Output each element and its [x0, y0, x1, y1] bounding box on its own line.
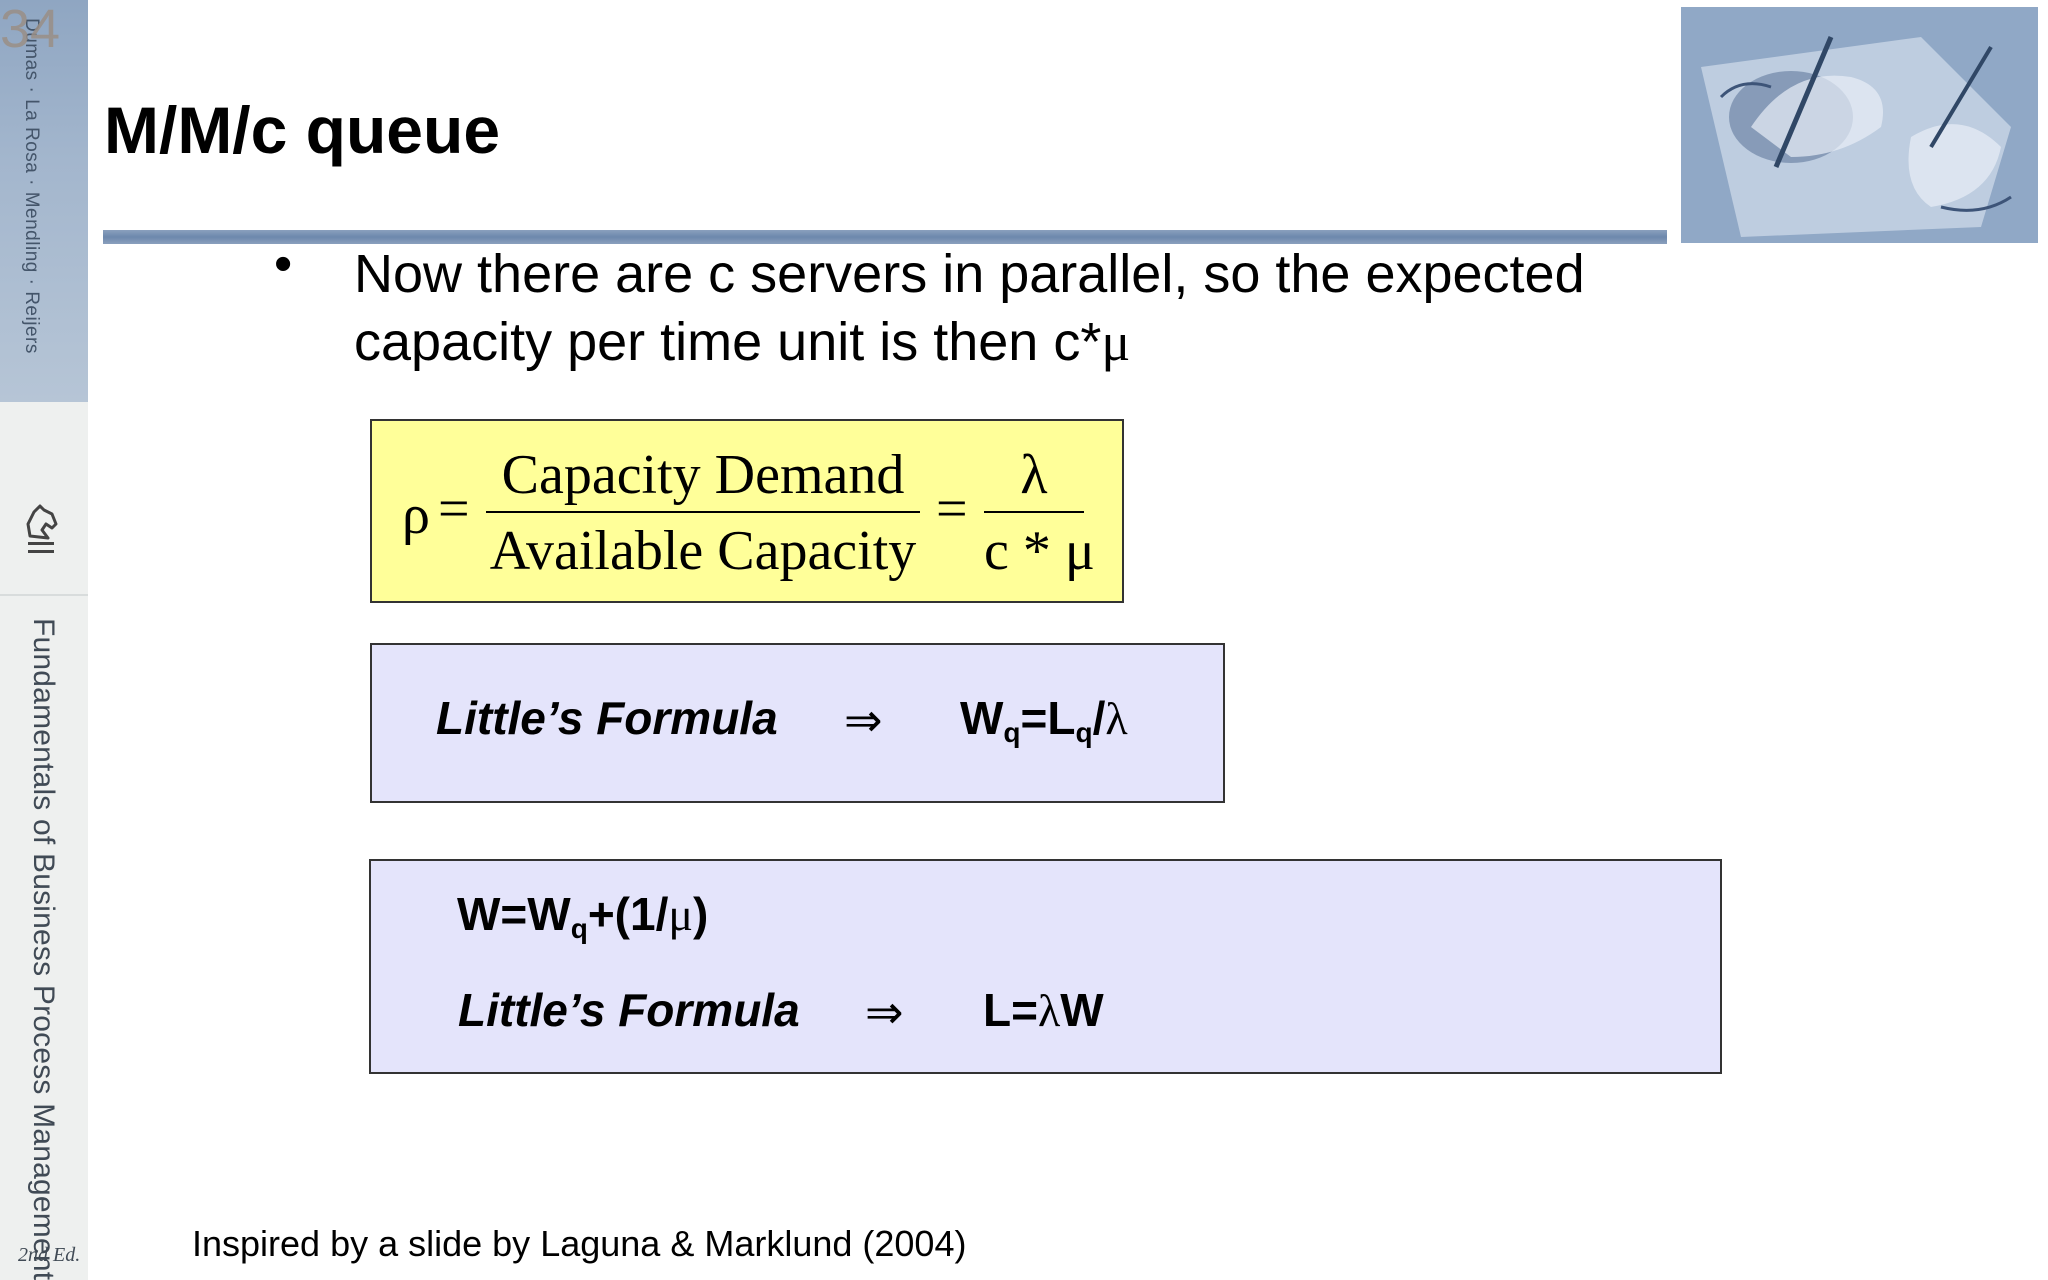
utilization-formula-box: ρ = Capacity Demand Available Capacity =…: [370, 419, 1124, 603]
spine-book-title: Fundamentals of Business Process Managem…: [27, 618, 60, 1280]
drawing-hands-image: [1681, 7, 2038, 243]
demand-capacity-fraction: Capacity Demand Available Capacity: [486, 443, 920, 583]
fraction-denominator: c * μ: [984, 520, 1095, 582]
spine-edition: 2nd Ed.: [18, 1244, 81, 1266]
l-formula: L=λW: [983, 984, 1104, 1036]
drawing-hands-illustration: [1681, 7, 2038, 243]
equals-sign: =: [936, 478, 968, 540]
implies-arrow-icon: ⇒: [844, 693, 883, 747]
knight-logo-icon: [26, 504, 58, 553]
fraction-denominator: Available Capacity: [489, 520, 917, 582]
spine-cover-art: [0, 0, 88, 402]
w-formula: W=Wq+(1/μ): [457, 888, 709, 944]
fraction-numerator: Capacity Demand: [501, 444, 905, 506]
spine-authors: Dumas · La Rosa · Mendling · Reijers: [21, 18, 42, 354]
spine-divider: [0, 594, 88, 596]
wq-formula: Wq=Lq/λ: [960, 692, 1128, 748]
littles-formula-label: Little’s Formula: [436, 692, 778, 744]
fraction-bar: [486, 511, 920, 513]
lambda-fraction: λ c * μ: [984, 443, 1095, 583]
fraction-bar: [984, 511, 1084, 513]
fraction-numerator: λ: [1020, 444, 1048, 506]
littles-formula-box-l: W=Wq+(1/μ) Little’s Formula ⇒ L=λW: [369, 859, 1722, 1074]
littles-formula-box-wq: Little’s Formula ⇒ Wq=Lq/λ: [370, 643, 1225, 803]
littles-formula-label: Little’s Formula: [458, 984, 800, 1036]
bullet-line2: capacity per time unit is then c*: [354, 312, 1102, 372]
bullet-text: Now there are c servers in parallel, so …: [354, 240, 1684, 376]
slide-number: 34: [0, 0, 61, 59]
implies-arrow-icon: ⇒: [865, 985, 904, 1039]
footer-credit: Inspired by a slide by Laguna & Marklund…: [192, 1223, 967, 1264]
bullet-marker: •: [274, 235, 293, 293]
bullet-line1: Now there are c servers in parallel, so …: [354, 244, 1585, 304]
equals-sign: =: [438, 478, 470, 540]
title-rule: [103, 230, 1667, 244]
rho-symbol: ρ: [402, 484, 430, 546]
book-spine: Dumas · La Rosa · Mendling · Reijers 34 …: [0, 0, 88, 1280]
slide-title: M/M/c queue: [104, 93, 501, 167]
bullet-mu: μ: [1101, 312, 1131, 372]
